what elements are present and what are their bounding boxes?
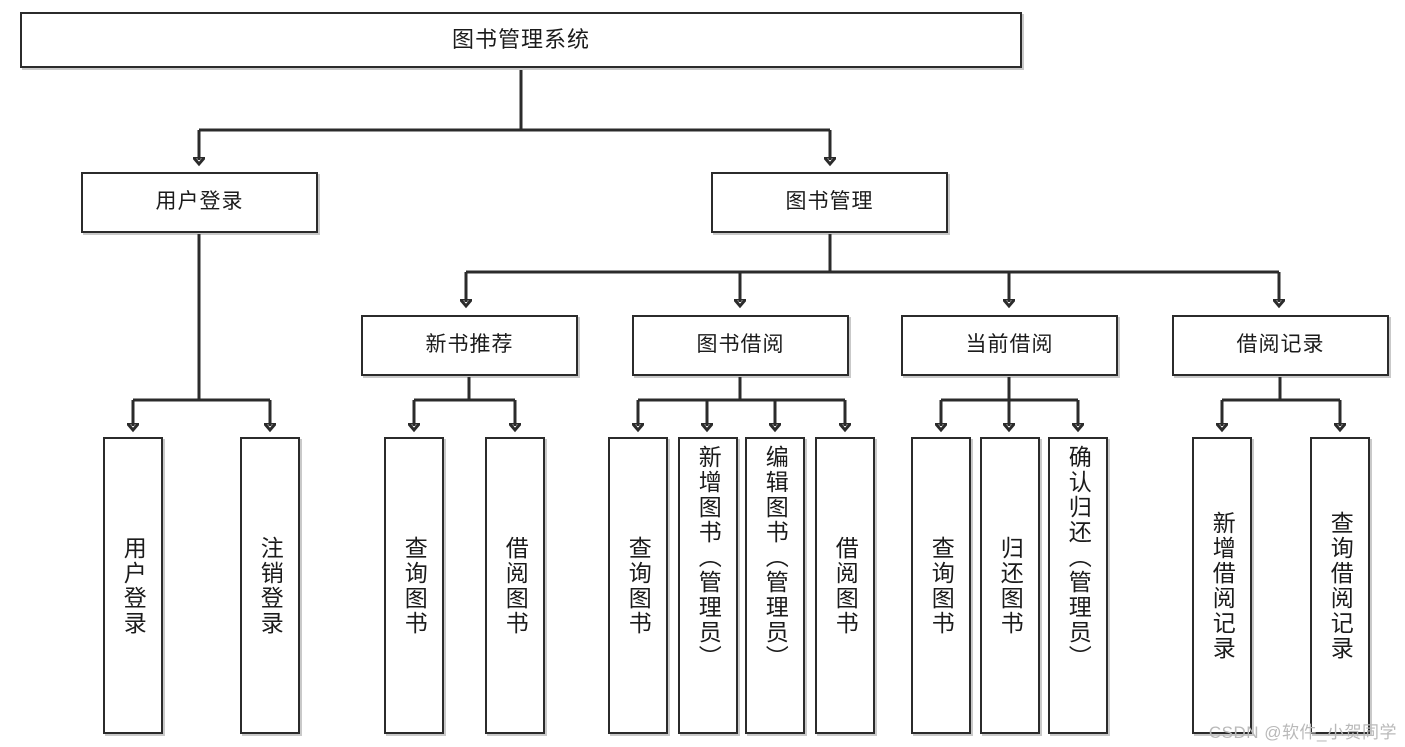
node-label: 用户登录 — [120, 535, 147, 636]
leaf-user-logout[interactable]: 注销登录 — [240, 437, 300, 734]
node-label: 注销登录 — [257, 535, 284, 636]
leaf-borrow-book-borrow[interactable]: 借阅图书 — [815, 437, 875, 734]
node-label: 归还图书 — [997, 535, 1024, 636]
node-book-borrow[interactable]: 图书借阅 — [632, 315, 849, 376]
leaf-query-borrow-record[interactable]: 查询借阅记录 — [1310, 437, 1370, 734]
node-label: 查询图书 — [401, 535, 428, 636]
node-label: 借阅记录 — [1236, 333, 1325, 357]
node-new-book-recommend[interactable]: 新书推荐 — [361, 315, 578, 376]
leaf-return-book[interactable]: 归还图书 — [980, 437, 1040, 734]
node-label: 图书借阅 — [696, 333, 785, 357]
leaf-user-login[interactable]: 用户登录 — [103, 437, 163, 734]
node-label: 新增借阅记录 — [1209, 510, 1236, 661]
leaf-query-book-recommend[interactable]: 查询图书 — [384, 437, 444, 734]
node-user-login[interactable]: 用户登录 — [81, 172, 318, 233]
node-current-borrow[interactable]: 当前借阅 — [901, 315, 1118, 376]
leaf-add-borrow-record[interactable]: 新增借阅记录 — [1192, 437, 1252, 734]
node-borrow-record[interactable]: 借阅记录 — [1172, 315, 1389, 376]
node-label: 借阅图书 — [832, 535, 859, 636]
node-label: 查询图书 — [928, 535, 955, 636]
node-label: 图书管理系统 — [451, 27, 590, 53]
node-label: 新增图书（管理员） — [695, 445, 722, 670]
node-label: 图书管理 — [785, 190, 874, 214]
node-book-management[interactable]: 图书管理 — [711, 172, 948, 233]
node-label: 查询图书 — [625, 535, 652, 636]
node-label: 用户登录 — [155, 190, 244, 214]
leaf-query-book-current[interactable]: 查询图书 — [911, 437, 971, 734]
leaf-borrow-book-recommend[interactable]: 借阅图书 — [485, 437, 545, 734]
csdn-watermark: CSDN @软件_小贺同学 — [1208, 723, 1397, 742]
node-label: 借阅图书 — [502, 535, 529, 636]
node-label: 确认归还（管理员） — [1065, 445, 1092, 670]
node-label: 查询借阅记录 — [1327, 510, 1354, 661]
node-root-book-management-system[interactable]: 图书管理系统 — [20, 12, 1022, 68]
leaf-query-book-borrow[interactable]: 查询图书 — [608, 437, 668, 734]
node-label: 当前借阅 — [965, 333, 1054, 357]
node-label: 编辑图书（管理员） — [762, 445, 789, 670]
leaf-add-book-admin[interactable]: 新增图书（管理员） — [678, 437, 738, 734]
node-label: 新书推荐 — [425, 333, 514, 357]
leaf-edit-book-admin[interactable]: 编辑图书（管理员） — [745, 437, 805, 734]
leaf-confirm-return-admin[interactable]: 确认归还（管理员） — [1048, 437, 1108, 734]
